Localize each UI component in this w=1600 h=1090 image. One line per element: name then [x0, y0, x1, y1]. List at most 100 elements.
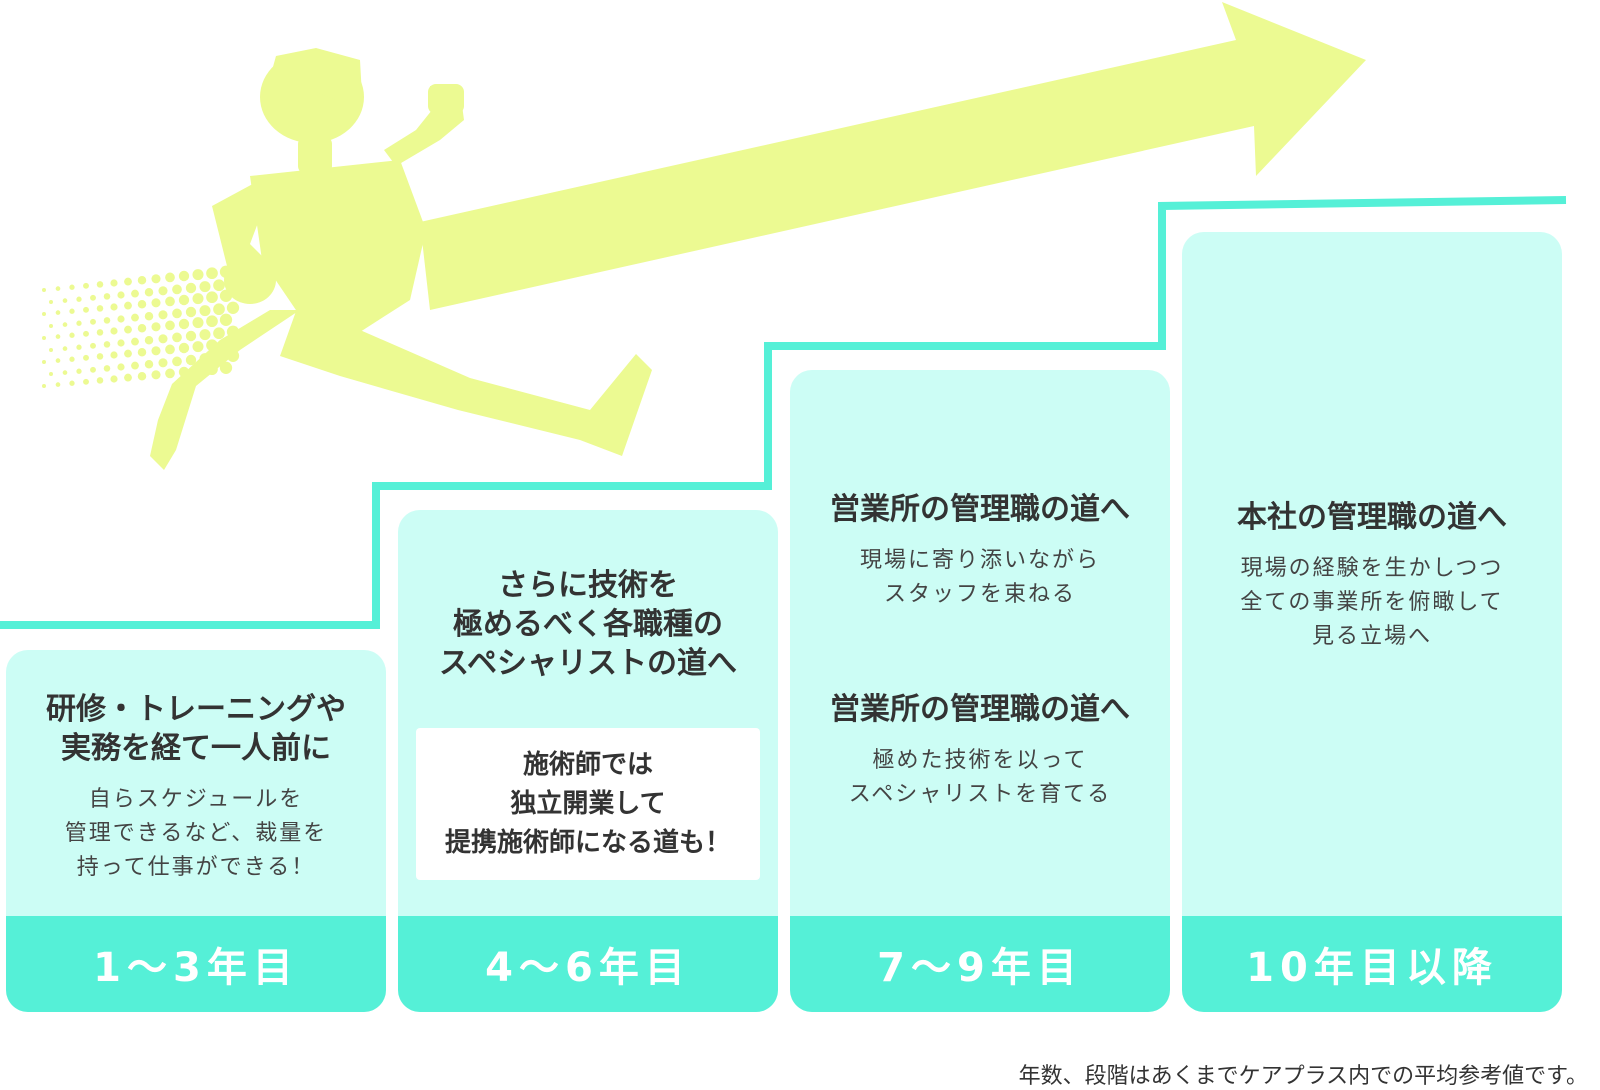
speed-dot — [172, 284, 182, 295]
speed-dot — [213, 303, 225, 316]
stage-heading: 本社の管理職の道へ — [1237, 500, 1507, 535]
speed-dot — [137, 323, 147, 333]
speed-dot — [144, 311, 154, 321]
speed-dot — [131, 289, 139, 298]
speed-dot — [110, 303, 118, 311]
stage-years-label: 4～6年目 — [398, 916, 778, 1012]
speed-dot — [96, 329, 104, 336]
speed-dot — [62, 346, 68, 351]
speed-dot — [90, 342, 96, 349]
speed-dot — [172, 308, 182, 319]
speed-dot — [103, 317, 111, 324]
speed-dot — [42, 288, 46, 292]
speed-dot — [49, 348, 53, 352]
speed-dot — [178, 318, 190, 330]
running-person-icon — [150, 48, 652, 470]
speed-dot — [144, 335, 154, 345]
speed-dot — [55, 382, 61, 387]
speed-dot — [131, 337, 139, 346]
speed-dot — [165, 344, 175, 355]
speed-dot — [96, 305, 104, 312]
speed-dot — [131, 361, 139, 370]
speed-dot — [213, 327, 225, 340]
speed-dot — [206, 291, 218, 304]
speed-dot — [158, 310, 168, 320]
speed-dot — [199, 281, 211, 293]
speed-dot — [185, 330, 197, 342]
speed-dot — [90, 318, 96, 325]
stage-years-label: 1～3年目 — [6, 916, 386, 1012]
stage-description: 極めた技術を以って スペシャリストを育てる — [848, 748, 1112, 807]
speed-dot — [69, 308, 75, 314]
speed-dot — [226, 301, 240, 314]
speed-dot — [206, 315, 218, 328]
speed-dot — [124, 325, 132, 334]
speed-dot — [83, 330, 89, 337]
speed-dot — [62, 298, 68, 303]
speed-dot — [42, 312, 46, 316]
speed-dot — [110, 375, 118, 383]
speed-dot — [62, 370, 68, 375]
speed-dot — [185, 282, 197, 294]
speed-dot — [185, 354, 197, 366]
speed-dot — [151, 322, 161, 332]
speed-dot — [165, 368, 175, 379]
speed-dot — [76, 368, 82, 374]
speed-dot — [55, 286, 61, 291]
speed-dot — [131, 313, 139, 322]
speed-dot — [151, 298, 161, 308]
step-line — [0, 196, 1567, 629]
speed-dot — [178, 342, 190, 354]
speed-dot — [96, 377, 104, 384]
speed-dot — [137, 347, 147, 357]
speed-dot — [144, 287, 154, 297]
speed-dot — [219, 361, 233, 374]
speed-dot — [96, 281, 104, 288]
speed-dot — [199, 329, 211, 341]
speed-dot — [158, 334, 168, 344]
speed-dot — [124, 373, 132, 382]
speed-dot — [178, 294, 190, 306]
speed-dot — [76, 344, 82, 350]
speed-dot — [192, 341, 204, 353]
speed-dot — [192, 293, 204, 305]
speed-dot — [192, 317, 204, 329]
stage-heading: さらに技術を 極めるべく各職種の スペシャリストの道へ — [439, 568, 737, 681]
stage-card-2: さらに技術を 極めるべく各職種の スペシャリストの道へ 施術師では 独立開業して… — [398, 510, 778, 1012]
stage-description: 現場の経験を生かしつつ 全ての事業所を俯瞰して 見る立場へ — [1240, 556, 1504, 649]
speed-dot — [213, 279, 225, 292]
speed-dot — [76, 320, 82, 326]
speed-dot — [178, 270, 190, 282]
speed-dot — [151, 346, 161, 356]
speed-dot — [49, 372, 53, 376]
stage-heading: 研修・トレーニングや 実務を経て一人前に — [46, 692, 346, 766]
speed-dot — [69, 356, 75, 362]
speed-dot — [124, 301, 132, 310]
speed-dot — [165, 296, 175, 307]
speed-dot — [103, 341, 111, 348]
footnote: 年数、段階はあくまでケアプラス内での平均参考値です。 — [1018, 1064, 1588, 1089]
stage-description: 現場に寄り添いながら スタッフを束ねる — [859, 548, 1100, 607]
speed-dot — [137, 371, 147, 381]
speed-dot — [69, 380, 75, 386]
speed-dot — [172, 332, 182, 343]
speed-dot — [158, 286, 168, 296]
speed-dot — [137, 275, 147, 285]
speed-dot — [103, 293, 111, 300]
speed-dot — [117, 315, 125, 323]
speed-dot — [42, 384, 46, 388]
speed-dot — [219, 313, 233, 326]
speed-dot — [83, 354, 89, 361]
speed-dot — [55, 358, 61, 363]
stage-card-1: 研修・トレーニングや 実務を経て一人前に 自らスケジュールを 管理できるなど、裁… — [6, 650, 386, 1012]
speed-dot — [117, 339, 125, 347]
speed-dot — [42, 336, 46, 340]
stage-card-4: 本社の管理職の道へ 現場の経験を生かしつつ 全ての事業所を俯瞰して 見る立場へ … — [1182, 232, 1562, 1012]
speed-dot — [62, 322, 68, 327]
speed-dot — [185, 306, 197, 318]
speed-dot — [110, 279, 118, 287]
stage-heading: 営業所の管理職の道へ — [830, 492, 1130, 527]
speed-dot — [76, 296, 82, 302]
stage-description: 自らスケジュールを 管理できるなど、裁量を 持って仕事ができる！ — [64, 787, 328, 880]
speed-dot — [117, 363, 125, 371]
